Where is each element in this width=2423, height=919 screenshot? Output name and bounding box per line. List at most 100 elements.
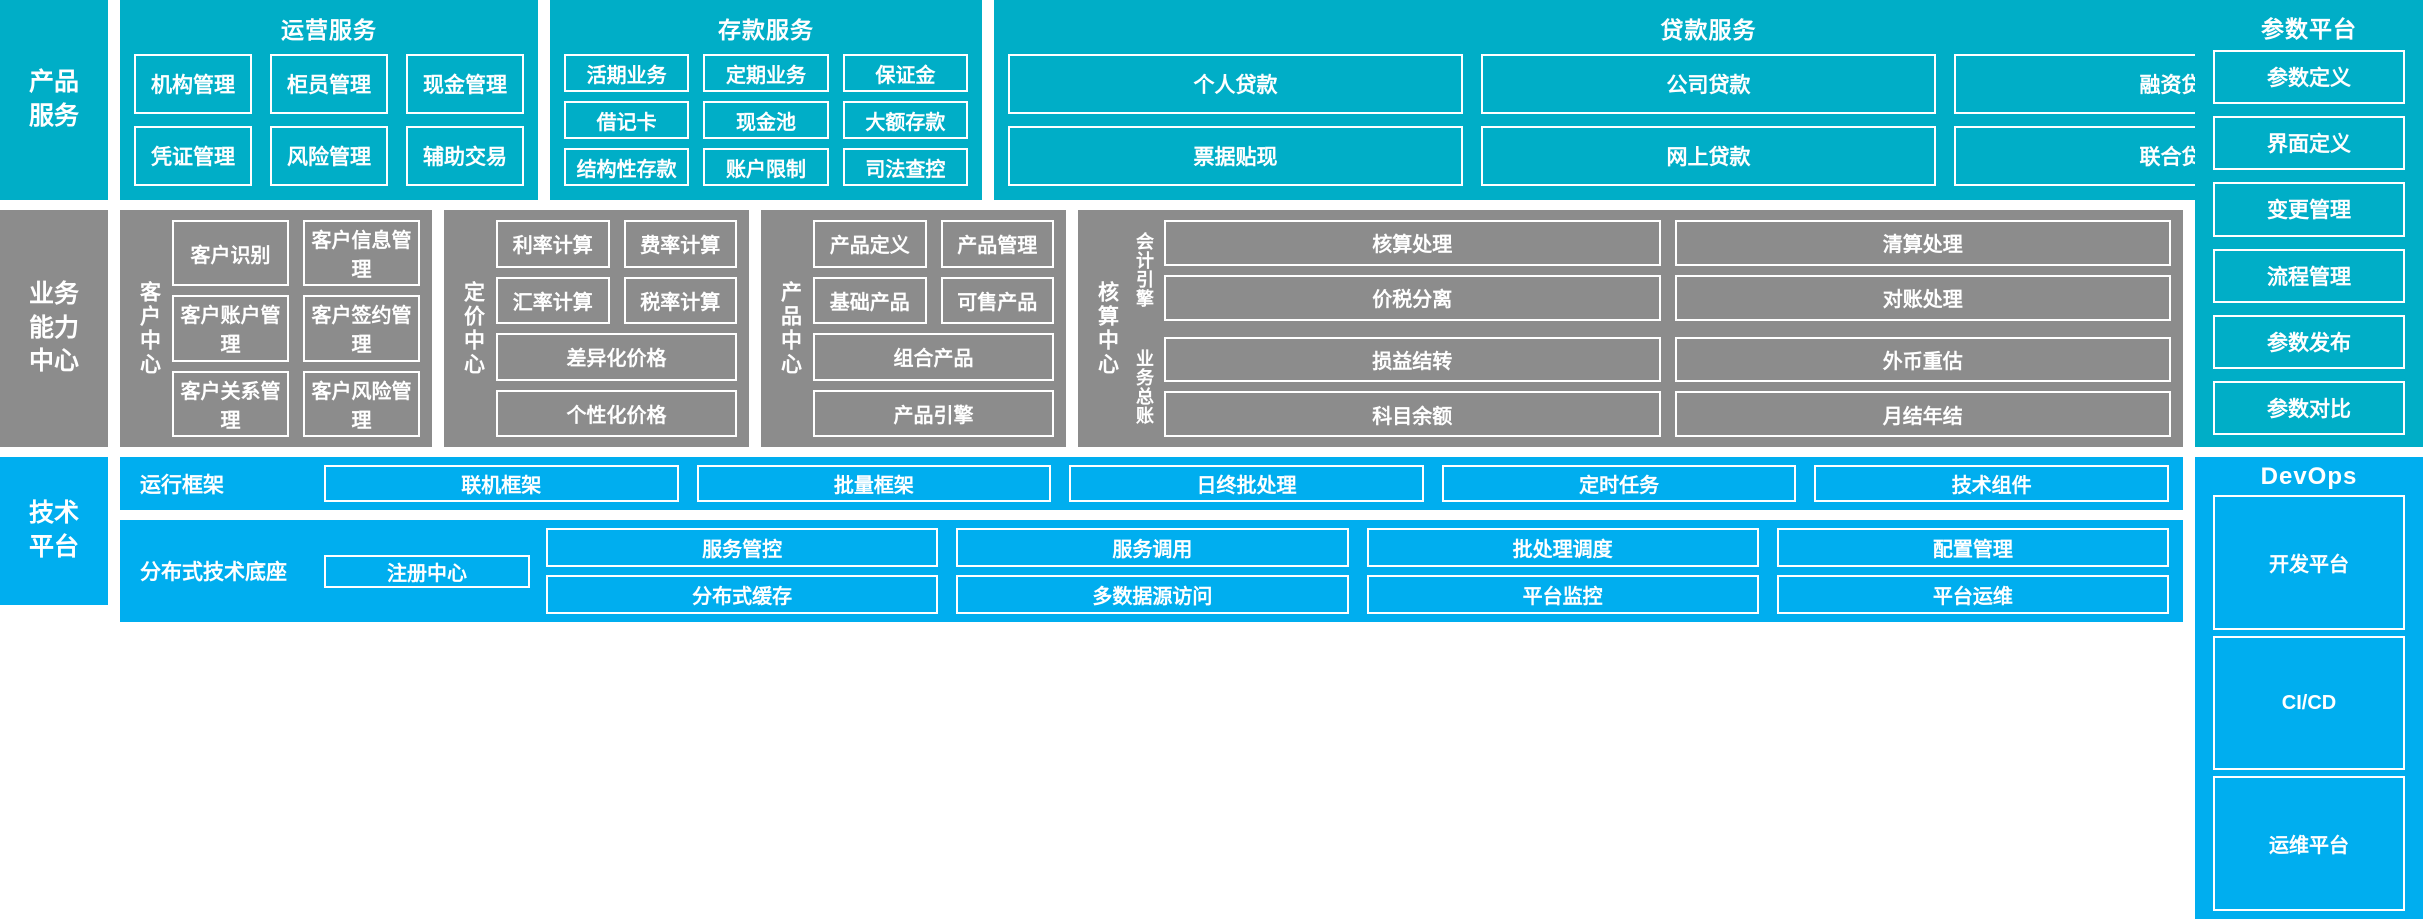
- panel-title-devops: DevOps: [2260, 463, 2358, 490]
- param-item-change-mgmt[interactable]: 变更管理: [2213, 182, 2405, 237]
- param-item-compare[interactable]: 参数对比: [2213, 380, 2405, 436]
- accounting-subgroups: 会计引擎 核算处理 清算处理 价税分离 对账处理: [1130, 220, 2171, 437]
- group-title-operation-services: 运营服务: [281, 17, 377, 43]
- row-label-product-service: 产品 服务: [0, 0, 108, 200]
- product-service-groups: 运营服务 机构管理 柜员管理 现金管理 凭证管理 风险管理 辅助交易 存款服务 …: [120, 0, 2423, 200]
- param-item-process-mgmt[interactable]: 流程管理: [2213, 248, 2405, 303]
- price-item-fx-calc[interactable]: 汇率计算: [496, 276, 610, 324]
- tech-platform-band: 技术 平台 运行框架 联机框架 批量框架 日终批处理 定时任务 技术组件 分布式…: [0, 457, 2423, 622]
- service-item-online-loan[interactable]: 网上贷款: [1481, 126, 1936, 186]
- tech-item-service-governance[interactable]: 服务管控: [546, 528, 939, 567]
- price-item-differential[interactable]: 差异化价格: [496, 333, 737, 381]
- center-customer: 客户中心 客户识别 客户信息管理 客户账户管理 客户签约管理 客户关系管理 客户…: [120, 210, 432, 447]
- prod-item-base[interactable]: 基础产品: [813, 276, 927, 324]
- acct-item-settlement[interactable]: 清算处理: [1674, 220, 2171, 266]
- product-row-4: 产品引擎: [813, 389, 1054, 437]
- row-label-tech-platform: 技术 平台: [0, 457, 108, 605]
- prod-item-engine[interactable]: 产品引擎: [813, 389, 1054, 437]
- price-item-personalized[interactable]: 个性化价格: [496, 389, 737, 437]
- service-item-teller-mgmt[interactable]: 柜员管理: [270, 54, 388, 114]
- product-row-3: 组合产品: [813, 333, 1054, 381]
- param-item-definition[interactable]: 参数定义: [2213, 50, 2405, 105]
- service-item-voucher-mgmt[interactable]: 凭证管理: [134, 126, 252, 186]
- center-label-product: 产品中心: [778, 280, 802, 377]
- cust-item-info-mgmt[interactable]: 客户信息管理: [303, 220, 420, 287]
- tech-item-service-invoke[interactable]: 服务调用: [956, 528, 1349, 567]
- devops-item-ops-platform[interactable]: 运维平台: [2213, 776, 2405, 912]
- cust-item-identify[interactable]: 客户识别: [172, 220, 289, 287]
- service-item-cash-pool[interactable]: 现金池: [703, 101, 829, 139]
- service-item-margin[interactable]: 保证金: [842, 54, 968, 92]
- ledger-item-pl-carryover[interactable]: 损益结转: [1164, 336, 1661, 383]
- center-product: 产品中心 产品定义 产品管理 基础产品 可售产品 组合产品 产品引擎: [761, 210, 1066, 447]
- tech-item-platform-monitor[interactable]: 平台监控: [1366, 575, 1759, 614]
- param-item-publish[interactable]: 参数发布: [2213, 314, 2405, 369]
- service-item-org-mgmt[interactable]: 机构管理: [134, 54, 252, 114]
- runtime-framework-items: 联机框架 批量框架 日终批处理 定时任务 技术组件: [324, 465, 2169, 502]
- general-ledger-body: 损益结转 外币重估 科目余额 月结年结: [1164, 336, 2171, 437]
- center-accounting: 核算中心 会计引擎 核算处理 清算处理 价税分离 对账处理: [1078, 210, 2183, 447]
- service-item-risk-mgmt[interactable]: 风险管理: [270, 126, 388, 186]
- product-row-1: 产品定义 产品管理: [813, 220, 1054, 268]
- ledger-item-period-close[interactable]: 月结年结: [1674, 391, 2171, 437]
- tech-item-online-framework[interactable]: 联机框架: [324, 465, 679, 502]
- tech-item-scheduled-task[interactable]: 定时任务: [1441, 465, 1797, 502]
- service-item-cash-mgmt[interactable]: 现金管理: [406, 54, 524, 114]
- tech-item-platform-ops[interactable]: 平台运维: [1776, 575, 2169, 614]
- subgroup-label-accounting-engine: 会计引擎: [1134, 232, 1154, 309]
- tech-item-config-mgmt[interactable]: 配置管理: [1776, 528, 2169, 567]
- group-deposit-services: 存款服务 活期业务 定期业务 保证金 借记卡 现金池 大额存款 结构性存款 账户…: [550, 0, 982, 200]
- acct-item-reconcile[interactable]: 对账处理: [1674, 274, 2171, 321]
- accounting-subgroup-engine: 会计引擎 核算处理 清算处理 价税分离 对账处理: [1130, 220, 2171, 321]
- tech-item-components[interactable]: 技术组件: [1814, 465, 2169, 502]
- service-item-personal-loan[interactable]: 个人贷款: [1008, 54, 1463, 114]
- devops-item-cicd[interactable]: CI/CD: [2213, 635, 2405, 771]
- tech-item-multi-datasource[interactable]: 多数据源访问: [956, 575, 1349, 614]
- service-item-account-restrict[interactable]: 账户限制: [703, 148, 829, 186]
- tech-item-eod-batch[interactable]: 日终批处理: [1069, 465, 1424, 502]
- cust-item-account-mgmt[interactable]: 客户账户管理: [172, 295, 289, 362]
- service-item-time-deposit[interactable]: 定期业务: [703, 54, 829, 92]
- cust-item-contract-mgmt[interactable]: 客户签约管理: [303, 295, 420, 362]
- service-item-demand-deposit[interactable]: 活期业务: [564, 54, 690, 92]
- acct-item-processing[interactable]: 核算处理: [1164, 220, 1661, 266]
- customer-row-3: 客户关系管理 客户风险管理: [172, 370, 420, 437]
- tech-item-registry-center[interactable]: 注册中心: [324, 554, 530, 588]
- prod-item-sellable[interactable]: 可售产品: [940, 276, 1054, 324]
- subgroup-label-general-ledger: 业务总账: [1134, 348, 1154, 425]
- tech-item-batch-framework[interactable]: 批量框架: [696, 465, 1052, 502]
- panel-title-parameter-platform: 参数平台: [2261, 16, 2357, 42]
- center-pricing: 定价中心 利率计算 费率计算 汇率计算 税率计算 差异化价格 个性化价格: [444, 210, 749, 447]
- service-item-judicial-control[interactable]: 司法查控: [842, 148, 968, 186]
- center-label-customer: 客户中心: [137, 280, 161, 377]
- general-ledger-row-1: 损益结转 外币重估: [1164, 336, 2171, 383]
- service-item-bill-discount[interactable]: 票据贴现: [1008, 126, 1463, 186]
- ledger-item-acct-balance[interactable]: 科目余额: [1164, 391, 1661, 437]
- service-item-structured-deposit[interactable]: 结构性存款: [564, 148, 690, 186]
- tech-item-distributed-cache[interactable]: 分布式缓存: [546, 575, 939, 614]
- product-service-band: 产品 服务 运营服务 机构管理 柜员管理 现金管理 凭证管理 风险管理 辅助交易…: [0, 0, 2423, 200]
- service-item-debit-card[interactable]: 借记卡: [564, 101, 690, 139]
- prod-item-definition[interactable]: 产品定义: [813, 220, 927, 268]
- cust-item-risk-mgmt[interactable]: 客户风险管理: [303, 370, 420, 437]
- service-item-corporate-loan[interactable]: 公司贷款: [1481, 54, 1936, 114]
- prod-item-composite[interactable]: 组合产品: [813, 333, 1054, 381]
- acct-item-tax-split[interactable]: 价税分离: [1164, 274, 1661, 321]
- tech-item-batch-scheduling[interactable]: 批处理调度: [1366, 528, 1759, 567]
- price-item-fee-calc[interactable]: 费率计算: [623, 220, 737, 268]
- devops-item-dev-platform[interactable]: 开发平台: [2213, 495, 2405, 630]
- deposit-services-grid: 活期业务 定期业务 保证金 借记卡 现金池 大额存款 结构性存款 账户限制 司法…: [564, 54, 968, 186]
- general-ledger-row-2: 科目余额 月结年结: [1164, 391, 2171, 437]
- ledger-item-fx-revalue[interactable]: 外币重估: [1674, 336, 2171, 383]
- tech-platform-bands: 运行框架 联机框架 批量框架 日终批处理 定时任务 技术组件 分布式技术底座 注…: [120, 457, 2183, 622]
- distributed-base-items: 服务管控 服务调用 批处理调度 配置管理 分布式缓存 多数据源访问 平台监控 平…: [546, 528, 2169, 614]
- prod-item-management[interactable]: 产品管理: [940, 220, 1054, 268]
- service-item-aux-trade[interactable]: 辅助交易: [406, 126, 524, 186]
- price-item-tax-calc[interactable]: 税率计算: [623, 276, 737, 324]
- param-item-ui-definition[interactable]: 界面定义: [2213, 116, 2405, 171]
- service-item-large-deposit[interactable]: 大额存款: [842, 101, 968, 139]
- price-item-interest-calc[interactable]: 利率计算: [496, 220, 610, 268]
- panel-parameter-platform: 参数平台 参数定义 界面定义 变更管理 流程管理 参数发布 参数对比: [2195, 0, 2423, 447]
- cust-item-relation-mgmt[interactable]: 客户关系管理: [172, 370, 289, 437]
